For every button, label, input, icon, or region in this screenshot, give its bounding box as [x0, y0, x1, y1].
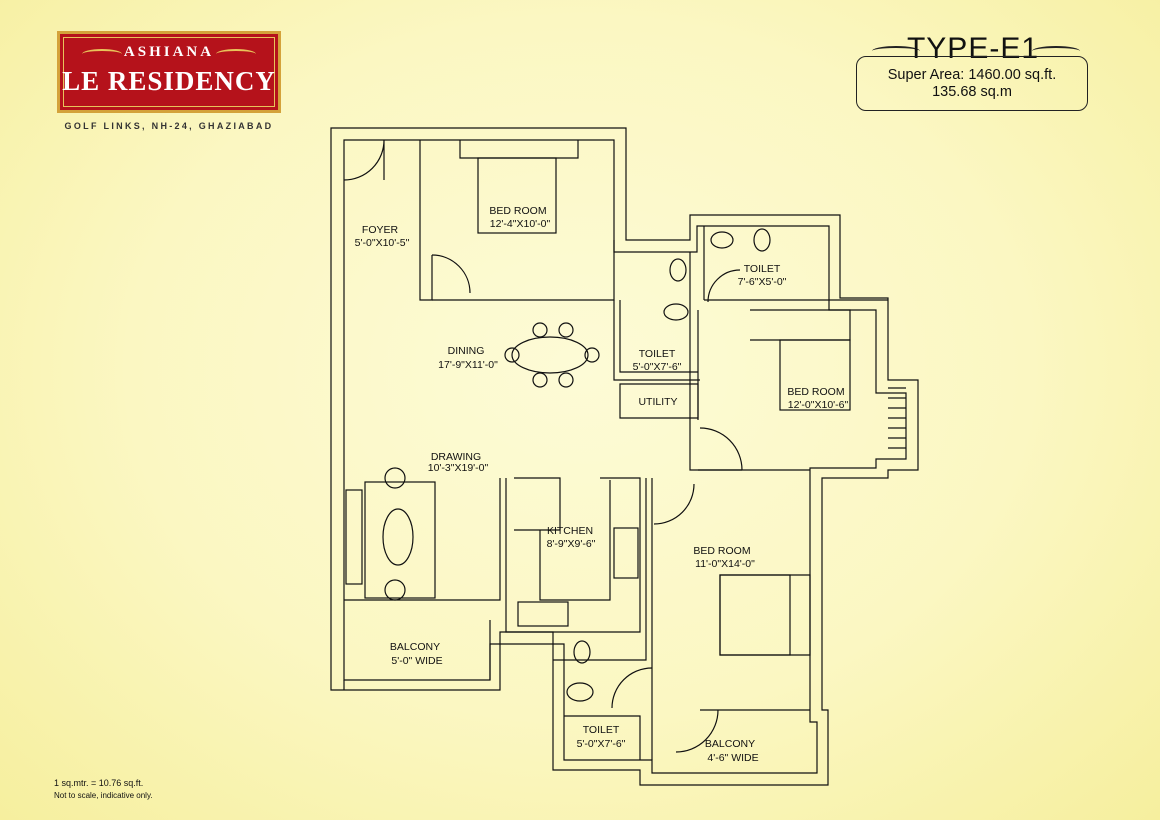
- room-size: 5'-0"X7'-6": [577, 738, 626, 750]
- bed: [719, 574, 791, 656]
- conversion-note: 1 sq.mtr. = 10.76 sq.ft.: [54, 778, 144, 788]
- interior-wall: [539, 480, 611, 601]
- room-size: 4'-6" WIDE: [707, 752, 758, 764]
- toilet3-door: [611, 667, 653, 709]
- dining-chair: [584, 347, 600, 363]
- outer-wall-inner: [343, 139, 907, 774]
- title-ornament-left: [872, 46, 920, 56]
- bedroom3-door: [653, 483, 695, 525]
- toilet-seat: [566, 682, 594, 702]
- interior-wall: [419, 140, 433, 301]
- balcony-railing: [343, 620, 491, 690]
- room-name: TOILET: [583, 724, 620, 736]
- area-box: Super Area: 1460.00 sq.ft. 135.68 sq.m: [856, 56, 1088, 111]
- room-name: BED ROOM: [489, 205, 546, 217]
- balcony-door: [675, 709, 719, 753]
- interior-wall: [505, 477, 641, 633]
- interior-wall: [613, 300, 700, 381]
- room-name: DINING: [448, 345, 485, 357]
- room-size: 10'-3"X19'-0": [428, 462, 489, 474]
- room-name: BED ROOM: [693, 545, 750, 557]
- room-size: 5'-0"X10'-5": [355, 237, 410, 249]
- interior-wall: [553, 478, 647, 661]
- logo-frame: [63, 37, 275, 107]
- room-name: UTILITY: [638, 396, 677, 408]
- room-size: 11'-0"X14'-0": [695, 558, 755, 570]
- interior-wall: [719, 574, 811, 656]
- room-name: BED ROOM: [787, 386, 844, 398]
- room-size: 12'-4"X10'-0": [490, 218, 551, 230]
- super-area: Super Area: 1460.00 sq.ft.: [887, 67, 1057, 83]
- logo-name: LE RESIDENCY: [62, 66, 276, 96]
- wash-basin: [573, 640, 591, 664]
- plan-type-title: TYPE-E1: [906, 32, 1040, 65]
- outer-wall: [330, 127, 919, 786]
- bedroom-door: [431, 254, 471, 294]
- interior-wall: [514, 477, 561, 531]
- armchair: [384, 579, 406, 601]
- kitchen-sink: [517, 601, 569, 627]
- brand-logo: ASHIANA LE RESIDENCY: [57, 31, 281, 113]
- stove: [613, 527, 639, 579]
- area-metric: 135.68 sq.m: [932, 84, 1012, 100]
- room-name: KITCHEN: [547, 525, 593, 537]
- project-location: GOLF LINKS, NH-24, GHAZIABAD: [64, 121, 274, 131]
- room-name: BALCONY: [705, 738, 755, 750]
- utility-door: [699, 427, 743, 471]
- interior-wall: [459, 140, 579, 159]
- entry-door: [343, 139, 385, 181]
- interior-wall: [344, 478, 501, 601]
- dining-chair: [558, 322, 574, 338]
- interior-wall: [750, 309, 851, 341]
- wash-basin: [669, 258, 687, 282]
- room-size: 17'-9"X11'-0": [438, 359, 498, 371]
- room-size: 7'-6"X5'-0": [738, 276, 787, 288]
- room-name: BALCONY: [390, 641, 440, 653]
- staircase: [888, 387, 906, 449]
- room-size: 8'-9"X9'-6": [547, 538, 596, 550]
- logo-ornament-left: [82, 49, 122, 59]
- room-name: TOILET: [639, 348, 676, 360]
- dining-chair: [504, 347, 520, 363]
- logo-ornament-right: [216, 49, 256, 59]
- sofa: [345, 489, 363, 585]
- toilet-seat: [663, 303, 689, 321]
- room-labels: FOYER 5'-0"X10'-5" BED ROOM 12'-4"X10'-0…: [355, 205, 849, 764]
- interior-wall: [432, 240, 615, 301]
- bed: [779, 339, 851, 411]
- room-name: FOYER: [362, 224, 399, 236]
- disclaimer-note: Not to scale, indicative only.: [54, 791, 153, 800]
- toilet-seat: [753, 228, 771, 252]
- dining-chair: [532, 322, 548, 338]
- bed: [477, 157, 557, 234]
- dining-chair: [558, 372, 574, 388]
- room-name: DRAWING: [431, 451, 481, 463]
- interior-wall: [564, 715, 641, 760]
- wash-basin: [710, 231, 734, 249]
- coffee-table: [382, 508, 414, 566]
- logo-brand: ASHIANA: [123, 44, 215, 60]
- dining-chair: [532, 372, 548, 388]
- title-ornament-right: [1032, 46, 1080, 56]
- dining-table: [511, 336, 589, 374]
- toilet-door: [707, 269, 741, 303]
- rug: [364, 481, 436, 599]
- room-size: 5'-0" WIDE: [391, 655, 442, 667]
- interior-wall: [619, 300, 698, 373]
- room-name: TOILET: [744, 263, 781, 275]
- armchair: [384, 467, 406, 489]
- room-size: 5'-0"X7'-6": [633, 361, 682, 373]
- room-size: 12'-0"X10'-6": [788, 399, 849, 411]
